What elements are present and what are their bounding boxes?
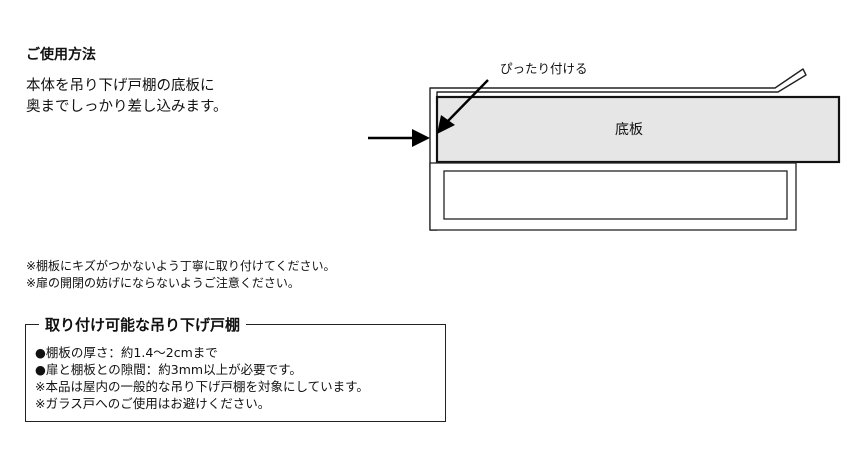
rack-body-inner — [443, 170, 788, 220]
spec-line: ※ガラス戸へのご使用はお避けください。 — [35, 396, 271, 411]
installation-diagram: ぴったり付ける 底板 — [368, 61, 841, 231]
instruction-line-2: 奥までしっかり差し込みます。 — [26, 99, 228, 115]
spec-line: ●棚板の厚さ：約1.4〜2cmまで — [35, 345, 218, 360]
bottom-shelf — [435, 95, 841, 164]
push-arrow-head — [412, 129, 430, 147]
spec-line: ●扉と棚板との隙間：約3mm以上が必要です。 — [35, 362, 302, 377]
callout-label: ぴったり付ける — [500, 61, 588, 76]
instruction-line-1: 本体を吊り下げ戸棚の底板に — [26, 78, 215, 94]
note-line: ※棚板にキズがつかないよう丁寧に取り付けてください。 — [26, 259, 336, 273]
callout-arrow-line — [445, 79, 489, 124]
usage-title: ご使用方法 — [26, 47, 96, 63]
note-line: ※扉の開閉の妨げにならないようご注意ください。 — [26, 276, 300, 290]
callout-arrow-head — [437, 115, 455, 134]
spec-line: ※本品は屋内の一般的な吊り下げ戸棚を対象にしています。 — [35, 379, 369, 394]
shelf-label: 底板 — [615, 122, 643, 138]
spec-title: 取り付け可能な吊り下げ戸棚 — [39, 314, 247, 335]
